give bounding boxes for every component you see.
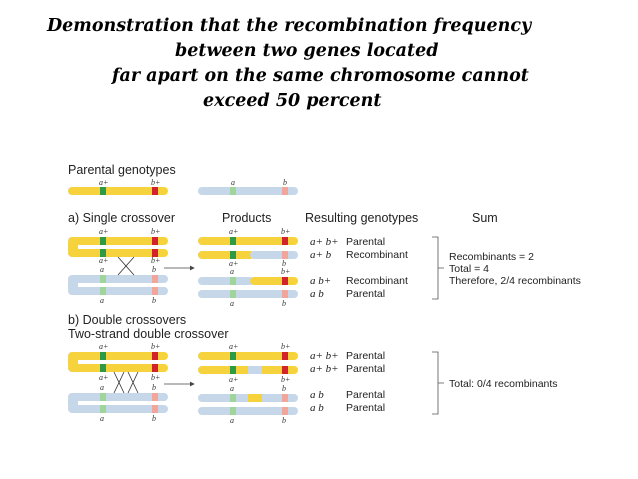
a-sec-a-label-5: a (100, 265, 104, 274)
gene-b-marker (282, 187, 288, 195)
gene-a-plus-marker (100, 187, 106, 195)
b-prod-label-5: a (230, 384, 234, 393)
b-sec-label-8: b (152, 414, 156, 423)
a-sec-a-label-8: b (152, 296, 156, 305)
b-prod-label-4: b+ (281, 375, 290, 384)
two-strand-heading: Two-strand double crossover (68, 327, 229, 341)
result-b-1-label: Parental (346, 350, 385, 362)
result-b-2-label: Parental (346, 363, 385, 375)
result-a-4-label: Parental (346, 288, 385, 300)
title-line-2: between two genes located (175, 41, 439, 61)
a-prod-label-6: b+ (281, 267, 290, 276)
sum-a-line-2: Total = 4 (449, 263, 489, 275)
b-sec-label-3: a+ (99, 373, 108, 382)
products-heading: Products (222, 211, 271, 225)
label-b: b (283, 178, 287, 187)
a-sec-a-label-6: b (152, 265, 156, 274)
resulting-genotypes-heading: Resulting genotypes (305, 211, 418, 225)
title-line-3: far apart on the same chromosome cannot (112, 66, 529, 86)
label-a: a (231, 178, 235, 187)
sum-heading: Sum (472, 211, 498, 225)
b-prod-label-7: a (230, 416, 234, 425)
result-b-4-genotype: a b (310, 402, 324, 414)
result-a-3-label: Recombinant (346, 275, 408, 287)
a-prod-label-7: a (230, 299, 234, 308)
result-b-1-genotype: a+ b+ (310, 350, 339, 362)
b-prod-label-3: a+ (229, 375, 238, 384)
result-b-4-label: Parental (346, 402, 385, 414)
b-prod-label-1: a+ (229, 342, 238, 351)
b-prod-label-8: b (282, 416, 286, 425)
a-prod-label-4: b (282, 259, 286, 268)
a-sec-a-label-3: a+ (99, 256, 108, 265)
title-line-4: exceed 50 percent (203, 91, 382, 111)
result-a-2-genotype: a+ b (310, 249, 332, 261)
b-sec-label-4: b+ (151, 373, 160, 382)
a-prod-label-3: a+ (229, 259, 238, 268)
result-a-1-genotype: a+ b+ (310, 236, 339, 248)
parental-genotypes-heading: Parental genotypes (68, 163, 176, 177)
result-a-2-label: Recombinant (346, 249, 408, 261)
a-sec-a-label-2: b+ (151, 227, 160, 236)
section-b-homologs (68, 352, 168, 413)
sum-a-line-3: Therefore, 2/4 recombinants (449, 275, 581, 287)
a-sec-a-label-7: a (100, 296, 104, 305)
double-crossovers-heading: b) Double crossovers (68, 313, 186, 327)
result-b-3-genotype: a b (310, 389, 324, 401)
section-b-results: a+ b+ Parental a+ b+ Parental a b Parent… (310, 350, 385, 414)
b-sec-label-5: a (100, 383, 104, 392)
a-prod-label-1: a+ (229, 227, 238, 236)
gene-a-marker (230, 187, 236, 195)
b-sec-label-2: b+ (151, 342, 160, 351)
b-prod-label-2: b+ (281, 342, 290, 351)
result-a-4-genotype: a b (310, 288, 324, 300)
gene-b-plus-marker (152, 187, 158, 195)
b-sec-label-7: a (100, 414, 104, 423)
a-prod-label-8: b (282, 299, 286, 308)
bracket-b (432, 351, 444, 415)
title-line-1: Demonstration that the recombination fre… (47, 16, 532, 36)
b-prod-label-6: b (282, 384, 286, 393)
parental-chromosome-blue (198, 187, 298, 195)
result-a-1-label: Parental (346, 236, 385, 248)
result-b-3-label: Parental (346, 389, 385, 401)
a-prod-label-2: b+ (281, 227, 290, 236)
a-sec-a-label-1: a+ (99, 227, 108, 236)
sum-a-line-1: Recombinants = 2 (449, 251, 534, 263)
section-b-products (198, 352, 298, 415)
single-crossover-heading: a) Single crossover (68, 211, 175, 225)
sum-b-line: Total: 0/4 recombinants (449, 378, 558, 390)
parental-chromosome-yellow (68, 187, 168, 195)
a-sec-a-label-4: b+ (151, 256, 160, 265)
result-a-3-genotype: a b+ (310, 275, 331, 287)
section-a-results: a+ b+ Parental a+ b Recombinant a b+ Rec… (310, 236, 408, 300)
b-sec-label-1: a+ (99, 342, 108, 351)
section-a-products (198, 237, 298, 298)
b-sec-label-6: b (152, 383, 156, 392)
label-b-plus: b+ (151, 178, 160, 187)
label-a-plus: a+ (99, 178, 108, 187)
result-b-2-genotype: a+ b+ (310, 363, 339, 375)
a-prod-label-5: a (230, 267, 234, 276)
section-a-homologs (68, 237, 168, 295)
bracket-a (432, 236, 444, 300)
